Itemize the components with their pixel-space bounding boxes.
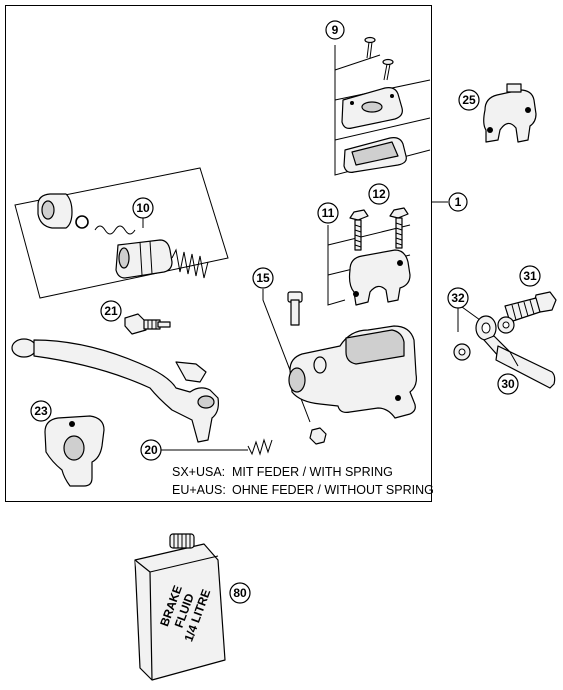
reservoir-diaphragm [343, 137, 407, 173]
callout-12: 12 [368, 183, 390, 205]
callout-23: 23 [30, 400, 52, 422]
callout-21: 21 [100, 300, 122, 322]
svg-text:10: 10 [136, 201, 150, 215]
callout-32: 32 [447, 287, 469, 309]
master-piston [115, 239, 173, 279]
svg-text:20: 20 [144, 443, 158, 457]
svg-text:23: 23 [34, 404, 48, 418]
brake-lever [11, 338, 219, 443]
dust-boot [37, 193, 73, 229]
handlebar-clamp-group [327, 207, 411, 306]
lever-adjuster [124, 313, 171, 335]
banjo-bolt [504, 291, 557, 323]
svg-text:30: 30 [501, 377, 515, 391]
callout-15: 15 [252, 267, 274, 289]
clamp-bolt [389, 207, 409, 249]
assembly-frame [5, 5, 432, 502]
clamp-bolt [349, 209, 369, 251]
note-sx-usa-label: SX+USA: [172, 465, 225, 479]
svg-text:15: 15 [256, 271, 270, 285]
svg-text:12: 12 [372, 187, 386, 201]
callout-80: 80 [229, 582, 251, 604]
svg-text:9: 9 [332, 23, 339, 37]
callout-11: 11 [317, 202, 339, 224]
brake-fluid-bottle [134, 533, 226, 681]
callout-30: 30 [497, 373, 519, 395]
svg-text:21: 21 [104, 304, 118, 318]
handlebar-clamp [348, 249, 411, 306]
callout-9: 9 [325, 20, 345, 40]
master-cylinder-body [288, 325, 417, 419]
svg-text:25: 25 [462, 93, 476, 107]
pivot-pin-group [262, 289, 327, 445]
circlip [75, 215, 89, 229]
spare-clamp [483, 83, 537, 143]
svg-text:80: 80 [233, 586, 247, 600]
brake-line [475, 315, 556, 389]
pivot-pin [287, 291, 303, 326]
note-eu-aus-text: OHNE FEDER / WITHOUT SPRING [232, 483, 434, 497]
sealing-washers [453, 306, 515, 361]
callout-10: 10 [132, 197, 154, 219]
return-spring [171, 248, 209, 279]
callout-25: 25 [458, 89, 480, 111]
reservoir-cover-group [334, 36, 431, 176]
svg-text:11: 11 [322, 206, 335, 220]
callout-1: 1 [448, 192, 468, 212]
note-sx-usa-text: MIT FEDER / WITH SPRING [232, 465, 393, 479]
pivot-nut [309, 427, 327, 445]
piston-spring-small [94, 225, 136, 235]
lever-spring [160, 438, 273, 456]
callout-31: 31 [519, 265, 541, 287]
piston-kit-group [14, 167, 229, 299]
reservoir-cover [341, 87, 403, 129]
callout-20: 20 [140, 439, 162, 461]
svg-text:1: 1 [455, 195, 462, 209]
svg-text:31: 31 [523, 269, 537, 283]
cover-screw [382, 58, 394, 81]
note-eu-aus-label: EU+AUS: [172, 483, 226, 497]
lever-pivot-bracket [44, 415, 105, 487]
cover-screw [364, 36, 376, 59]
svg-text:32: 32 [451, 291, 465, 305]
